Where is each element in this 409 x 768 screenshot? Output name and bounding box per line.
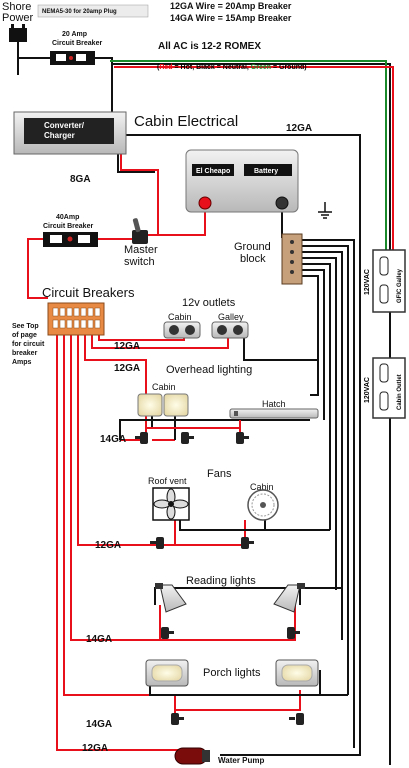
gauge-overhead-12ga: 12GA <box>114 363 140 374</box>
master-switch-label-1: Master <box>124 244 158 256</box>
outlet-cabin: Cabin <box>163 312 201 339</box>
battery-label: Battery <box>254 168 278 175</box>
fan-cabin-label: Cabin <box>250 482 274 492</box>
gauge-overhead-14ga: 14GA <box>100 434 126 445</box>
ac-outlet-galley-volt: 120VAC <box>364 269 371 295</box>
ac-note: All AC is 12-2 ROMEX <box>158 41 261 52</box>
master-switch-label-2: switch <box>124 256 155 268</box>
switch-icon-overhead-3 <box>236 432 249 444</box>
gauge-outlets-12ga: 12GA <box>114 341 140 352</box>
fan-roof-label: Roof vent <box>148 476 187 486</box>
converter-label-2: Charger <box>44 131 75 140</box>
dc-breaker-label-1: 40Amp <box>56 214 79 221</box>
ac-outlet-cabin-label: Cabin Outlet <box>397 374 403 410</box>
water-pump-label: Water Pump <box>218 756 264 765</box>
battery-brand: El Cheapo <box>196 168 230 175</box>
shore-power-plug: Shore Power <box>2 1 34 42</box>
converter-label-1: Converter/ <box>44 121 85 130</box>
ground-block-label-1: Ground <box>234 241 271 253</box>
gauge-porch-14ga: 14GA <box>86 719 112 730</box>
toggle-switch-icons <box>135 432 304 725</box>
wire-rule-12ga: 12GA Wire = 20Amp Breaker <box>170 1 292 11</box>
porch-title: Porch lights <box>203 667 261 679</box>
porch-light-right <box>275 659 319 687</box>
overhead-cabin-label: Cabin <box>152 382 176 392</box>
ac-outlet-cabin-volt: 120VAC <box>364 377 371 403</box>
switch-icon-reading-1 <box>161 627 174 639</box>
switch-icon-fan-1 <box>150 537 164 549</box>
svg-text:Amps: Amps <box>12 359 32 366</box>
battery: El Cheapo Battery <box>185 149 299 213</box>
switch-icon-reading-2 <box>287 627 300 639</box>
chassis-ground-icon <box>318 202 332 219</box>
gauge-top-12ga: 12GA <box>286 123 312 134</box>
gauge-8ga: 8GA <box>70 174 91 185</box>
switch-icon-fan-2 <box>241 537 254 549</box>
reading-light-left <box>155 583 187 613</box>
dc-wiring <box>27 134 361 756</box>
overhead-title: Overhead lighting <box>166 364 252 376</box>
circuit-breakers-title: Circuit Breakers <box>42 285 135 300</box>
svg-text:breaker: breaker <box>12 350 38 357</box>
ac-circuit-breaker: 20 Amp Circuit Breaker <box>50 31 102 65</box>
switch-icon-overhead-2 <box>181 432 194 444</box>
overhead-cabin-lights <box>137 393 189 417</box>
switch-icon-overhead-1 <box>135 432 148 444</box>
porch-light-left <box>145 659 189 687</box>
master-switch: Master switch <box>124 218 158 268</box>
fans-title: Fans <box>207 468 232 480</box>
outlets-title: 12v outlets <box>182 297 236 309</box>
ac-outlet-galley-label: GFIC Galley <box>397 268 403 303</box>
circuit-breaker-panel <box>47 302 105 336</box>
plug-adapter-note: NEMA5-30 for 20amp Plug <box>37 4 149 18</box>
gauge-fans-12ga: 12GA <box>95 540 121 551</box>
svg-text:See Top: See Top <box>12 323 39 330</box>
hatch-light: Hatch <box>229 399 319 419</box>
shore-label-2: Power <box>2 12 34 24</box>
wire-rule-14ga: 14GA Wire = 15Amp Breaker <box>170 13 292 23</box>
switch-icon-porch-2 <box>289 713 304 725</box>
ac-outlet-cabin: 120VAC Cabin Outlet <box>364 357 406 419</box>
fan-cabin: Cabin <box>247 482 279 521</box>
cabin-electrical-title: Cabin Electrical <box>134 113 238 130</box>
reading-light-right <box>273 583 305 613</box>
wire-color-key: (Red = Hot, Black = Neutral, Green = Gro… <box>157 64 307 71</box>
gauge-reading-14ga: 14GA <box>86 634 112 645</box>
svg-text:for circuit: for circuit <box>12 341 45 348</box>
plug-adapter-label: NEMA5-30 for 20amp Plug <box>42 9 117 15</box>
outlet-galley: Galley <box>211 312 249 339</box>
converter-charger: Converter/ Charger <box>13 111 127 155</box>
fan-roof-vent: Roof vent <box>148 476 190 521</box>
svg-text:of page: of page <box>12 332 37 339</box>
hatch-label: Hatch <box>262 399 286 409</box>
ac-breaker-label-2: Circuit Breaker <box>52 40 102 47</box>
shore-label-1: Shore <box>2 1 31 13</box>
ground-block-label-2: block <box>240 253 266 265</box>
outlet-cabin-label: Cabin <box>168 312 192 322</box>
reading-title: Reading lights <box>186 575 256 587</box>
dc-breaker-label-2: Circuit Breaker <box>43 223 93 230</box>
ac-outlet-galley: 120VAC GFIC Galley <box>364 249 406 313</box>
water-pump: Water Pump <box>174 747 264 765</box>
see-top-note: See Top of page for circuit breaker Amps <box>12 323 45 366</box>
outlet-galley-label: Galley <box>218 312 244 322</box>
ground-block: Ground block <box>234 233 303 285</box>
switch-icon-porch-1 <box>171 713 184 725</box>
dc-circuit-breaker: 40Amp Circuit Breaker <box>43 214 98 247</box>
ac-wiring <box>17 42 394 765</box>
ac-breaker-label-1: 20 Amp <box>62 31 87 38</box>
gauge-pump-12ga: 12GA <box>82 743 108 754</box>
